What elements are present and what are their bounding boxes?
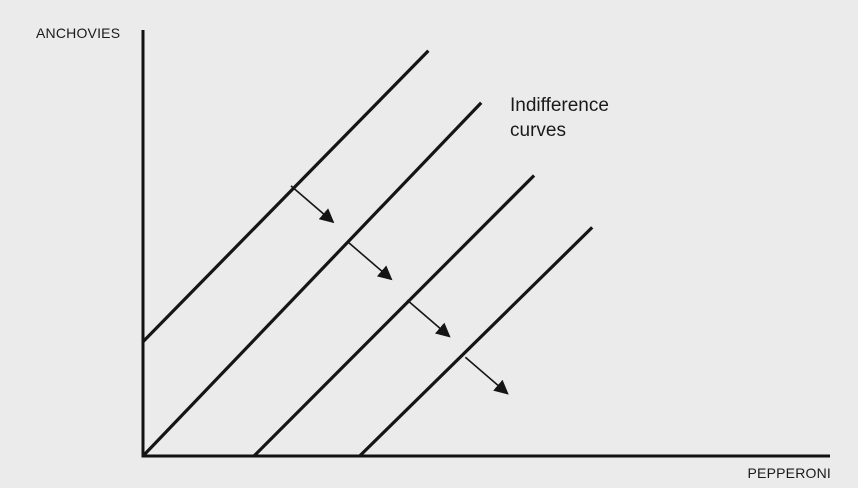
shift-arrow-2 bbox=[348, 242, 393, 281]
indifference-curve-4 bbox=[358, 226, 594, 458]
shift-arrow-1 bbox=[290, 185, 335, 224]
shift-arrow-4 bbox=[464, 356, 509, 395]
curves-label-line2: curves bbox=[510, 120, 566, 141]
y-axis-label: ANCHOVIES bbox=[36, 25, 120, 41]
shift-arrow-3 bbox=[406, 299, 451, 338]
shift-arrows bbox=[290, 185, 509, 395]
curves-label-line1: Indifference bbox=[510, 95, 609, 116]
indifference-curve-3 bbox=[252, 174, 536, 458]
indifference-curve-2 bbox=[141, 101, 483, 458]
indifference-curve-1 bbox=[141, 49, 430, 343]
x-axis-label: PEPPERONI bbox=[748, 465, 832, 481]
indifference-curves bbox=[141, 49, 594, 458]
